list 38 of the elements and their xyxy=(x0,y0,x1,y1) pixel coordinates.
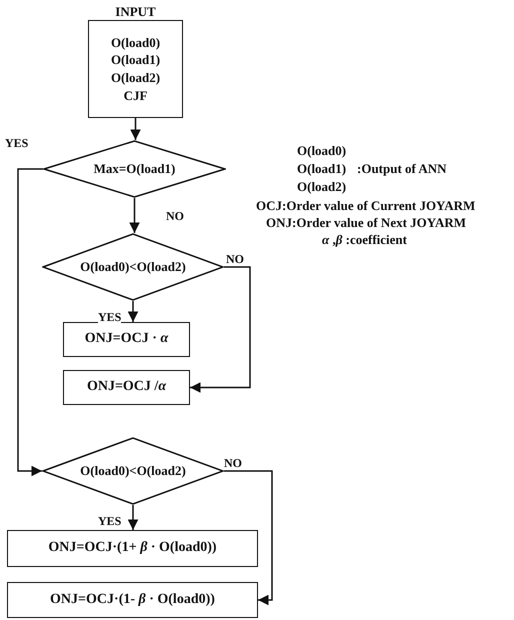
node-text: O(load0)<O(load2) xyxy=(80,258,186,276)
decision-diamond xyxy=(43,140,226,198)
legend-note: OCJ:Order value of Current JOYARM xyxy=(256,198,476,214)
arrow xyxy=(130,118,141,140)
arrow xyxy=(129,198,140,233)
node-text: O(load0)<O(load2) xyxy=(80,462,186,480)
legend-note: O(load0) xyxy=(297,143,346,159)
node-text: ONJ=OCJ·(1+ β · O(load0)) xyxy=(48,539,217,558)
node-text: CJF xyxy=(124,86,148,104)
legend-note: O(load1) xyxy=(297,161,346,177)
process-box xyxy=(63,322,190,357)
edge-label: YES xyxy=(98,311,122,323)
process-box xyxy=(63,370,190,405)
arrow xyxy=(128,505,138,530)
legend-note: α ,β :coefficient xyxy=(322,232,407,248)
node-text: O(load1) xyxy=(110,51,160,69)
arrow xyxy=(224,470,273,606)
edge-label: NO xyxy=(224,457,242,469)
node-text: Max=O(load1) xyxy=(94,160,176,178)
node-text: O(load2) xyxy=(110,69,160,87)
arrow xyxy=(128,301,138,322)
edge-label: YES xyxy=(98,515,122,527)
process-box xyxy=(7,582,258,618)
edge-label: NO xyxy=(166,210,184,222)
node-text: O(load0) xyxy=(110,34,160,52)
legend-note: ONJ:Order value of Next JOYARM xyxy=(266,215,466,231)
edge-label: YES xyxy=(5,137,28,149)
node-text: ONJ=OCJ · α xyxy=(84,330,168,348)
decision-diamond xyxy=(42,437,224,505)
decision-diamond xyxy=(42,233,224,301)
node-text: ONJ=OCJ·(1- β · O(load0)) xyxy=(50,590,215,609)
process-box xyxy=(7,530,258,567)
edge-label: NO xyxy=(226,253,244,265)
legend-note: :Output of ANN xyxy=(357,161,447,177)
node-text: ONJ=OCJ /α xyxy=(86,378,166,396)
legend-note: O(load2) xyxy=(297,179,346,195)
arrow xyxy=(17,168,43,476)
arrow xyxy=(190,266,251,393)
